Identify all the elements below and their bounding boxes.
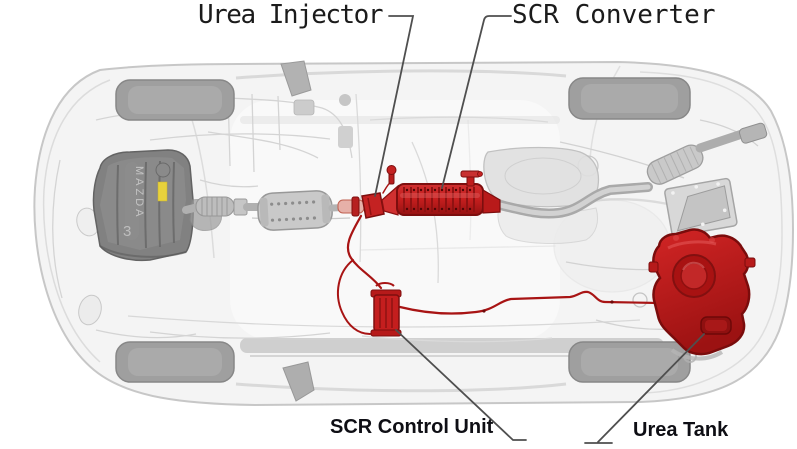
hose-loop	[337, 259, 371, 335]
wheels	[115, 77, 691, 383]
wheel-front-bottom	[115, 341, 235, 383]
side-mirror-bottom	[282, 361, 315, 402]
urea-tank-graphic	[648, 228, 756, 363]
engine-badge-model: 3	[123, 223, 131, 240]
flex-pipe	[195, 196, 235, 217]
urea-hoses	[337, 182, 661, 335]
side-mirror-top	[280, 60, 312, 97]
wheel-front-top	[115, 79, 235, 121]
engine-badge-make: MAZDA	[133, 166, 145, 220]
engine-yellow-label	[157, 181, 168, 202]
wheel-rear-top	[568, 77, 691, 120]
label-scr-converter: SCR Converter	[512, 0, 716, 30]
hose-unit-to-tank	[398, 290, 661, 315]
exhaust-system	[182, 122, 768, 231]
urea-injector-graphic	[337, 165, 397, 219]
car-body	[33, 60, 795, 407]
tailpipe	[695, 129, 747, 153]
rear-muffler	[646, 144, 704, 185]
hose-injector-to-unit	[346, 214, 383, 290]
rear-cargo-box	[664, 177, 738, 237]
label-urea-tank: Urea Tank	[633, 419, 729, 441]
fuel-tank	[483, 146, 600, 244]
scr-control-unit-graphic	[370, 282, 402, 337]
scr-system	[337, 165, 756, 363]
scr-converter-graphic	[381, 170, 501, 216]
callout-lines	[374, 15, 705, 444]
catalyst-canister	[257, 190, 333, 231]
label-urea-injector: Urea Injector	[198, 0, 384, 30]
leader-urea-tank	[584, 333, 705, 444]
wheel-rear-bottom	[568, 341, 691, 383]
leader-scr-control-unit	[395, 329, 527, 441]
label-scr-control-unit: SCR Control Unit	[330, 416, 494, 438]
leader-urea-injector	[374, 15, 415, 197]
tailpipe-tip	[738, 122, 768, 144]
front-lamp-detail	[78, 294, 102, 326]
engine: MAZDA 3	[92, 149, 223, 262]
leader-scr-converter	[441, 15, 512, 189]
